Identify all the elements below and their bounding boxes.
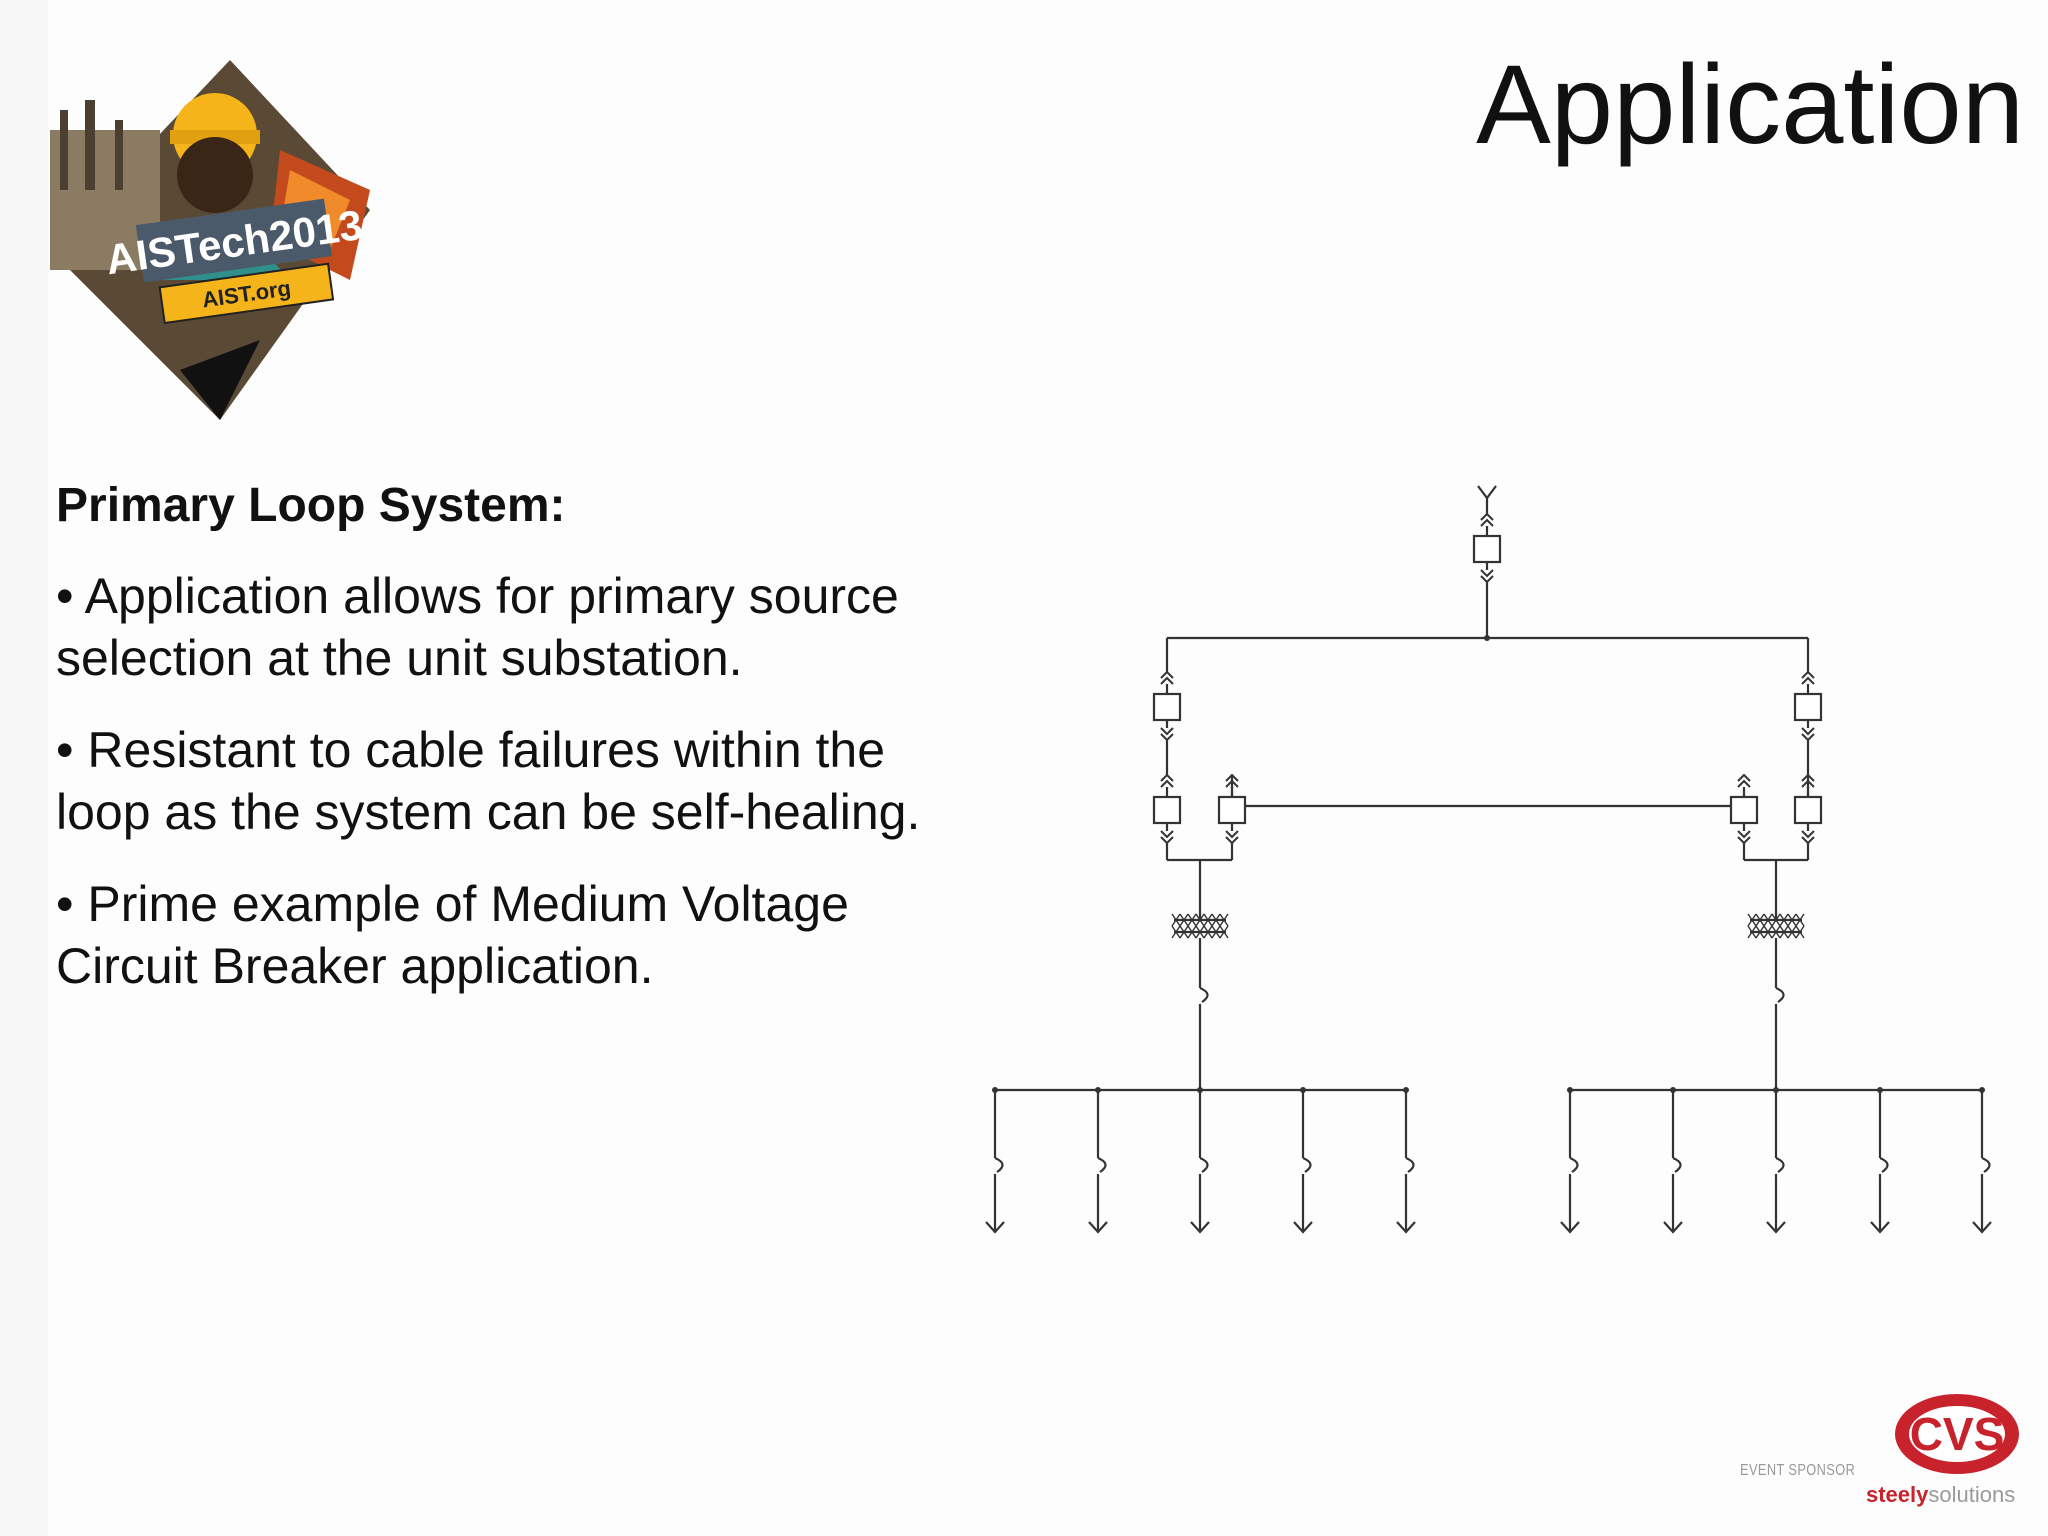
slide-title: Application bbox=[1476, 42, 2024, 167]
disconnect-switch-icon bbox=[1980, 1150, 1991, 1182]
load-arrow-icon bbox=[1560, 1221, 1580, 1234]
drawout-connector-icon bbox=[1160, 773, 1174, 788]
disconnect-switch-icon bbox=[1096, 1150, 1107, 1182]
disconnect-switch-icon bbox=[1878, 1150, 1889, 1182]
sponsor-brand-b: solutions bbox=[1928, 1482, 2016, 1507]
sponsor-brand-a: steely bbox=[1866, 1482, 1929, 1507]
drawout-connector-icon bbox=[1801, 727, 1815, 742]
drawout-connector-icon bbox=[1225, 773, 1239, 788]
drawout-connector-icon bbox=[1160, 830, 1174, 845]
disconnect-switch-icon bbox=[1198, 980, 1209, 1012]
bullet-2: • Resistant to cable failures within the… bbox=[56, 722, 921, 840]
load-arrow-icon bbox=[1870, 1221, 1890, 1234]
primary-loop-diagram bbox=[985, 485, 1992, 1234]
slide-body: Primary Loop System: • Application allow… bbox=[56, 478, 936, 1027]
load-arrow-icon bbox=[1766, 1221, 1786, 1234]
load-arrow-icon bbox=[1396, 1221, 1416, 1234]
disconnect-switch-icon bbox=[1671, 1150, 1682, 1182]
drawout-connector-icon bbox=[1801, 773, 1815, 788]
drawout-connector-icon bbox=[1160, 727, 1174, 742]
drawout-connector-icon bbox=[1737, 830, 1751, 845]
load-arrow-icon bbox=[985, 1221, 1005, 1234]
drawout-connector-icon bbox=[1801, 830, 1815, 845]
disconnect-switch-icon bbox=[1198, 1150, 1209, 1182]
disconnect-switch-icon bbox=[1568, 1150, 1579, 1182]
drawout-connector-icon bbox=[1737, 773, 1751, 788]
feeder-breaker bbox=[1152, 692, 1182, 722]
cvs-badge: CVS bbox=[1895, 1394, 2019, 1474]
drawout-connector-icon bbox=[1480, 512, 1494, 527]
slide-margin bbox=[0, 0, 48, 1536]
section-heading: Primary Loop System: bbox=[56, 479, 566, 532]
sponsor-brand: steelysolutions bbox=[1866, 1482, 2015, 1508]
event-sponsor: CVS EVENT SPONSOR steelysolutions bbox=[1740, 1390, 2020, 1520]
drawout-connector-icon bbox=[1160, 670, 1174, 685]
feeder-breaker bbox=[1793, 692, 1823, 722]
load-arrow-icon bbox=[1190, 1221, 1210, 1234]
load-arrow-icon bbox=[1088, 1221, 1108, 1234]
disconnect-switch-icon bbox=[1404, 1150, 1415, 1182]
bullet-3: • Prime example of Medium Voltage Circui… bbox=[56, 876, 849, 994]
aistech-logo: AISTech2013 AIST.org bbox=[50, 60, 370, 420]
transformer-icon bbox=[1750, 918, 1802, 934]
bullet-1: • Application allows for primary source … bbox=[56, 568, 899, 686]
disconnect-switch-icon bbox=[1301, 1150, 1312, 1182]
transformer-icon bbox=[1174, 918, 1226, 934]
substation-breaker bbox=[1217, 795, 1247, 825]
utility-source-icon bbox=[1477, 485, 1497, 500]
disconnect-switch-icon bbox=[1774, 1150, 1785, 1182]
drawout-connector-icon bbox=[1801, 670, 1815, 685]
disconnect-switch-icon bbox=[1774, 980, 1785, 1012]
substation-breaker bbox=[1152, 795, 1182, 825]
load-arrow-icon bbox=[1663, 1221, 1683, 1234]
disconnect-switch-icon bbox=[993, 1150, 1004, 1182]
load-arrow-icon bbox=[1972, 1221, 1992, 1234]
load-arrow-icon bbox=[1293, 1221, 1313, 1234]
transformer-winding-icon bbox=[1747, 913, 1805, 939]
substation-breaker bbox=[1729, 795, 1759, 825]
substation-breaker bbox=[1793, 795, 1823, 825]
sponsor-label: EVENT SPONSOR bbox=[1740, 1462, 1856, 1479]
drawout-connector-icon bbox=[1225, 830, 1239, 845]
cvs-badge-text: CVS bbox=[1910, 1408, 2005, 1460]
drawout-connector-icon bbox=[1480, 569, 1494, 584]
transformer-winding-icon bbox=[1171, 913, 1229, 939]
main-breaker bbox=[1472, 534, 1502, 564]
